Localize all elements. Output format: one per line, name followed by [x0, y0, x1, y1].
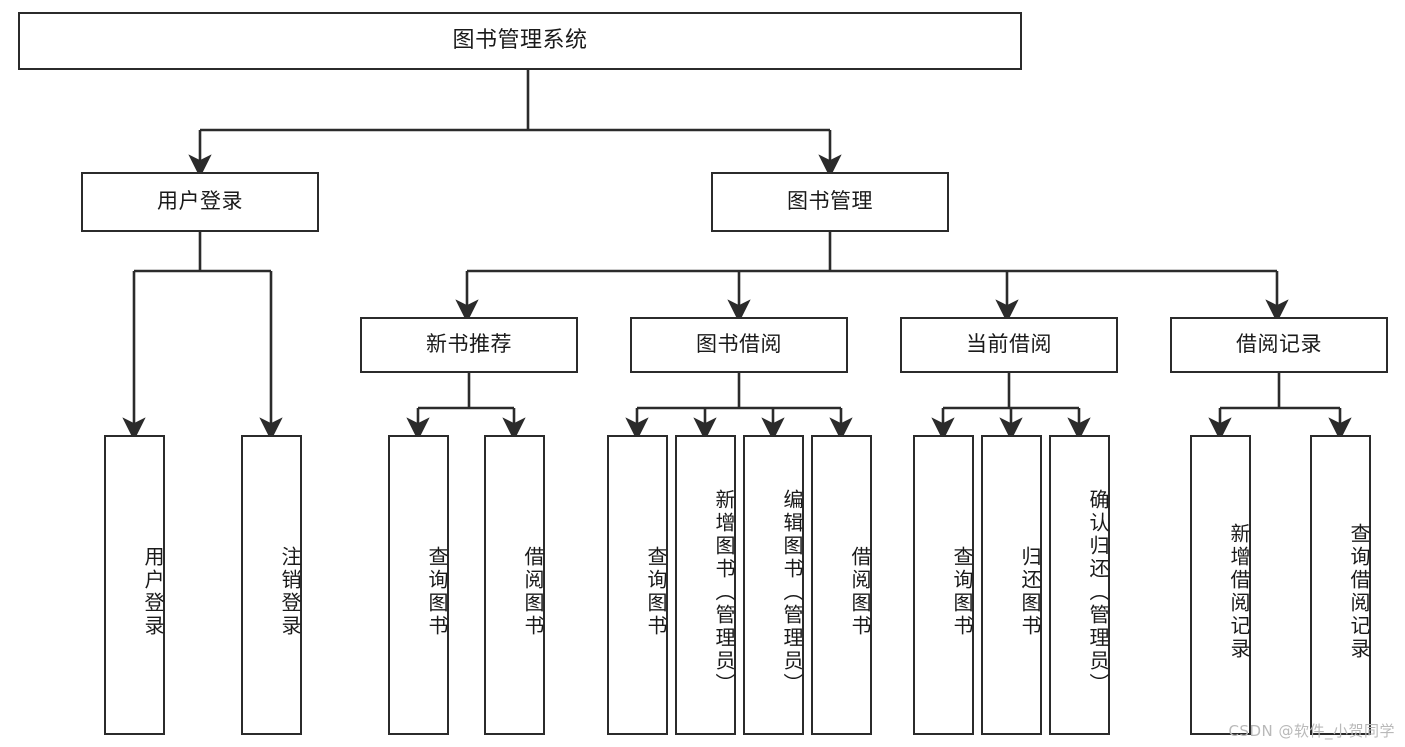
- node-leaf-query-record[interactable]: 查询借阅记录: [1310, 435, 1371, 735]
- node-current-borrow[interactable]: 当前借阅: [900, 317, 1118, 373]
- node-leaf-add-record[interactable]: 新增借阅记录: [1190, 435, 1251, 735]
- node-leaf-query-book-3-label: 查询图书: [950, 546, 974, 638]
- node-leaf-borrow-book-1[interactable]: 借阅图书: [484, 435, 545, 735]
- node-root[interactable]: 图书管理系统: [18, 12, 1022, 70]
- node-book-borrow[interactable]: 图书借阅: [630, 317, 848, 373]
- node-leaf-query-book-1-label: 查询图书: [425, 546, 449, 638]
- csdn-watermark: CSDN @软件_小贺同学: [1228, 722, 1395, 740]
- node-leaf-edit-book[interactable]: 编辑图书（管理员）: [743, 435, 804, 735]
- node-book-manage-label: 图书管理: [787, 189, 873, 214]
- node-leaf-add-book[interactable]: 新增图书（管理员）: [675, 435, 736, 735]
- node-leaf-return-book[interactable]: 归还图书: [981, 435, 1042, 735]
- node-leaf-query-book-2[interactable]: 查询图书: [607, 435, 668, 735]
- node-leaf-borrow-book-1-label: 借阅图书: [521, 546, 545, 638]
- node-book-borrow-label: 图书借阅: [696, 332, 782, 357]
- node-user-login[interactable]: 用户登录: [81, 172, 319, 232]
- node-leaf-user-login[interactable]: 用户登录: [104, 435, 165, 735]
- node-leaf-query-record-label: 查询借阅记录: [1347, 523, 1371, 661]
- node-leaf-add-record-label: 新增借阅记录: [1227, 523, 1251, 661]
- node-new-book-recommend-label: 新书推荐: [426, 332, 512, 357]
- node-leaf-logout-login-label: 注销登录: [278, 546, 302, 638]
- node-leaf-query-book-3[interactable]: 查询图书: [913, 435, 974, 735]
- node-leaf-query-book-2-label: 查询图书: [644, 546, 668, 638]
- node-leaf-query-book-1[interactable]: 查询图书: [388, 435, 449, 735]
- node-leaf-logout-login[interactable]: 注销登录: [241, 435, 302, 735]
- node-borrow-record[interactable]: 借阅记录: [1170, 317, 1388, 373]
- node-new-book-recommend[interactable]: 新书推荐: [360, 317, 578, 373]
- node-root-label: 图书管理系统: [452, 27, 588, 53]
- node-leaf-borrow-book-2-label: 借阅图书: [848, 546, 872, 638]
- node-leaf-add-book-label: 新增图书（管理员）: [712, 488, 736, 696]
- node-leaf-edit-book-label: 编辑图书（管理员）: [780, 488, 804, 696]
- node-leaf-return-book-label: 归还图书: [1018, 546, 1042, 638]
- node-user-login-label: 用户登录: [157, 189, 243, 214]
- node-current-borrow-label: 当前借阅: [966, 332, 1052, 357]
- node-leaf-user-login-label: 用户登录: [141, 546, 165, 638]
- node-book-manage[interactable]: 图书管理: [711, 172, 949, 232]
- node-borrow-record-label: 借阅记录: [1236, 332, 1322, 357]
- node-leaf-borrow-book-2[interactable]: 借阅图书: [811, 435, 872, 735]
- node-leaf-confirm-return-label: 确认归还（管理员）: [1086, 488, 1110, 696]
- node-leaf-confirm-return[interactable]: 确认归还（管理员）: [1049, 435, 1110, 735]
